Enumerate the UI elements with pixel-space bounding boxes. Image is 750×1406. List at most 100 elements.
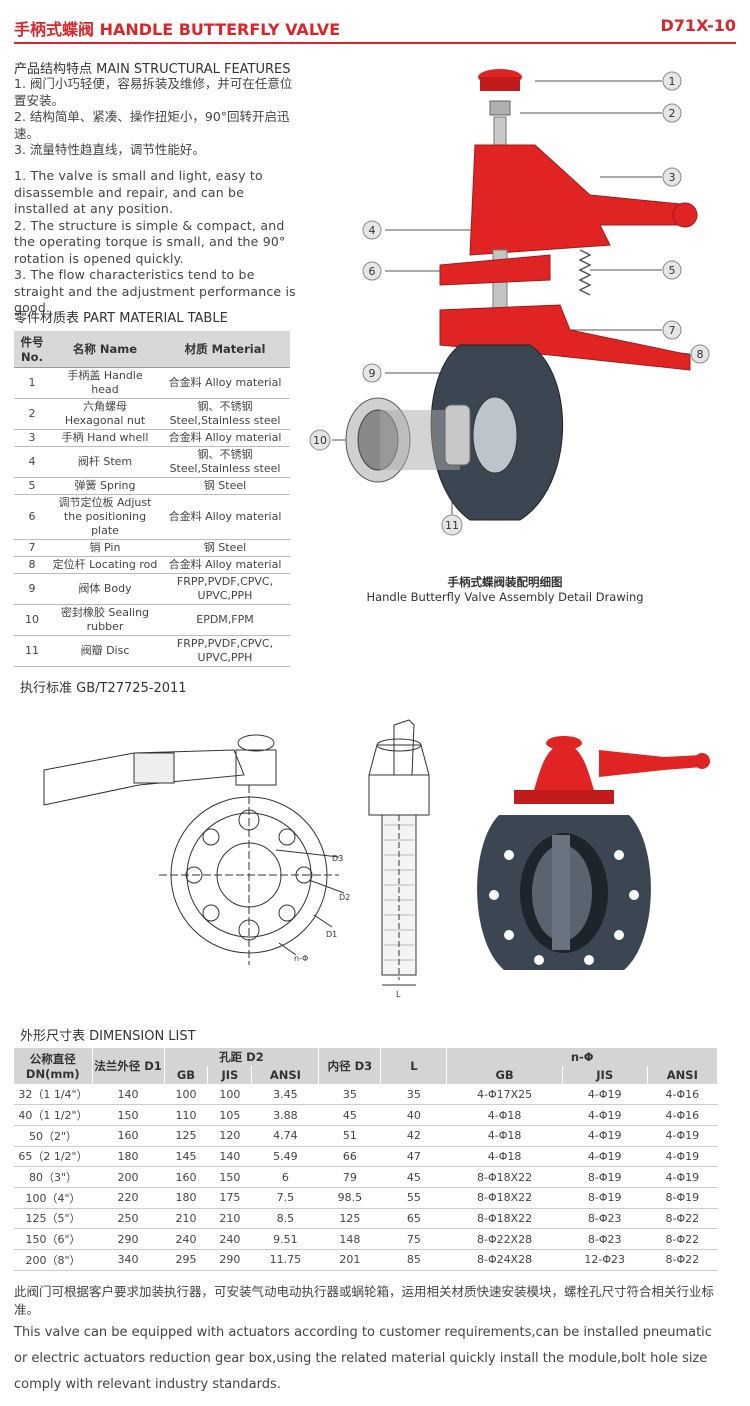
part-number: 2	[14, 398, 50, 430]
dim-cell-n-phi-ansi: 8-Φ22	[647, 1249, 718, 1271]
callout-5: 5	[669, 264, 676, 277]
dim-cell-d2-jis: 140	[207, 1146, 252, 1168]
dim-cell-d2-gb: 125	[164, 1125, 208, 1147]
dim-cell-l: 42	[380, 1125, 447, 1147]
dim-cell-n-phi-gb: 8-Φ22X28	[446, 1228, 563, 1250]
part-material: 钢 Steel	[160, 477, 290, 495]
dim-cell-n-phi-ansi: 8-Φ19	[647, 1187, 718, 1209]
dim-cell-d2-jis: 150	[207, 1166, 252, 1188]
dim-cell-d2-gb: 210	[164, 1208, 208, 1230]
callout-2: 2	[669, 107, 676, 120]
dim-cell-dn: 200（8"）	[14, 1249, 92, 1271]
label-l: L	[396, 990, 401, 999]
features-en: 1. The valve is small and light, easy to…	[14, 168, 296, 317]
dim-cell-d2-ansi: 9.51	[251, 1228, 319, 1250]
dim-cell-n-phi-gb: 8-Φ18X22	[446, 1187, 563, 1209]
dim-cell-n-phi-jis: 4-Φ19	[562, 1104, 648, 1126]
standard-text: 执行标准 GB/T27725-2011	[20, 681, 187, 696]
dim-cell-d2-ansi: 4.74	[251, 1125, 319, 1147]
dim-cell-dn: 50（2"）	[14, 1125, 92, 1147]
feature-en-2: 2. The structure is simple & compact, an…	[14, 217, 286, 266]
product-photo	[477, 736, 710, 970]
dim-cell-dn: 125（5"）	[14, 1208, 92, 1230]
part-number: 3	[14, 429, 50, 447]
label-d1: D1	[326, 930, 337, 939]
dim-cell-d1: 250	[92, 1208, 164, 1230]
dim-cell-n-phi-gb: 4-Φ18	[446, 1104, 563, 1126]
dim-cell-dn: 40（1 1/2"）	[14, 1104, 92, 1126]
dimension-heading: 外形尺寸表 DIMENSION LIST	[20, 1029, 196, 1044]
part-name: 六角螺母 Hexagonal nut	[50, 398, 160, 430]
dim-cell-n-phi-jis: 4-Φ19	[562, 1146, 648, 1168]
side-view	[393, 719, 415, 776]
part-name: 手柄盖 Handle head	[50, 367, 160, 399]
callout-3: 3	[669, 171, 676, 184]
part-name: 阀瓣 Disc	[50, 635, 160, 667]
dim-sub-ansi-2: ANSI	[647, 1066, 719, 1084]
part-number: 4	[14, 446, 50, 478]
label-d2: D2	[339, 893, 350, 902]
dim-cell-d2-jis: 175	[207, 1187, 252, 1209]
dim-cell-n-phi-ansi: 8-Φ22	[647, 1228, 718, 1250]
dim-cell-d3: 98.5	[318, 1187, 381, 1209]
dim-cell-l: 65	[380, 1208, 447, 1230]
parts-col-no: 件号 No.	[14, 331, 50, 368]
dim-cell-d3: 201	[318, 1249, 381, 1271]
dim-cell-d2-gb: 180	[164, 1187, 208, 1209]
dim-cell-n-phi-jis: 4-Φ19	[562, 1125, 648, 1147]
label-n-phi: n-Φ	[294, 954, 308, 963]
dim-col-d1: 法兰外径 D1	[92, 1048, 165, 1084]
footer-en: This valve can be equipped with actuator…	[14, 1325, 712, 1392]
callout-8: 8	[697, 348, 704, 361]
parts-col-name: 名称 Name	[50, 331, 160, 368]
dim-cell-d2-jis: 210	[207, 1208, 252, 1230]
part-number: 9	[14, 573, 50, 605]
dim-cell-d2-ansi: 7.5	[251, 1187, 319, 1209]
feature-en-1: 1. The valve is small and light, easy to…	[14, 168, 263, 216]
part-name: 销 Pin	[50, 539, 160, 557]
dim-cell-l: 55	[380, 1187, 447, 1209]
dim-cell-d2-gb: 240	[164, 1228, 208, 1250]
drawing-caption-cn: 手柄式蝶阀装配明细图	[447, 575, 563, 589]
part-number: 6	[14, 494, 50, 540]
label-d3: D3	[332, 854, 343, 863]
part-number: 10	[14, 604, 50, 636]
feature-cn-3: 3. 流量特性趋直线，调节性能好。	[14, 142, 205, 157]
callout-11: 11	[445, 519, 459, 532]
dim-col-dn: 公称直径 DN(mm)	[14, 1048, 93, 1084]
dim-cell-n-phi-gb: 4-Φ17X25	[446, 1084, 563, 1106]
callout-9: 9	[369, 367, 376, 380]
dim-sub-jis-2: JIS	[562, 1066, 648, 1084]
dim-cell-d2-ansi: 6	[251, 1166, 319, 1188]
part-material: 合金料 Alloy material	[160, 494, 290, 540]
dim-cell-d3: 45	[318, 1104, 381, 1126]
part-name: 定位杆 Locating rod	[50, 556, 160, 574]
dim-cell-d1: 180	[92, 1146, 164, 1168]
part-material: 合金料 Alloy material	[160, 556, 290, 574]
dim-cell-d1: 200	[92, 1166, 164, 1188]
dim-cell-d2-ansi: 5.49	[251, 1146, 319, 1168]
page-title: 手柄式蝶阀 HANDLE BUTTERFLY VALVE	[14, 20, 341, 39]
dim-cell-n-phi-jis: 8-Φ19	[562, 1187, 648, 1209]
model-code: D71X-10	[660, 16, 736, 35]
dim-cell-l: 45	[380, 1166, 447, 1188]
spring-part	[578, 249, 592, 296]
dim-cell-n-phi-jis: 8-Φ23	[562, 1208, 648, 1230]
dim-cell-d1: 220	[92, 1187, 164, 1209]
dim-col-d3: 内径 D3	[318, 1048, 382, 1084]
